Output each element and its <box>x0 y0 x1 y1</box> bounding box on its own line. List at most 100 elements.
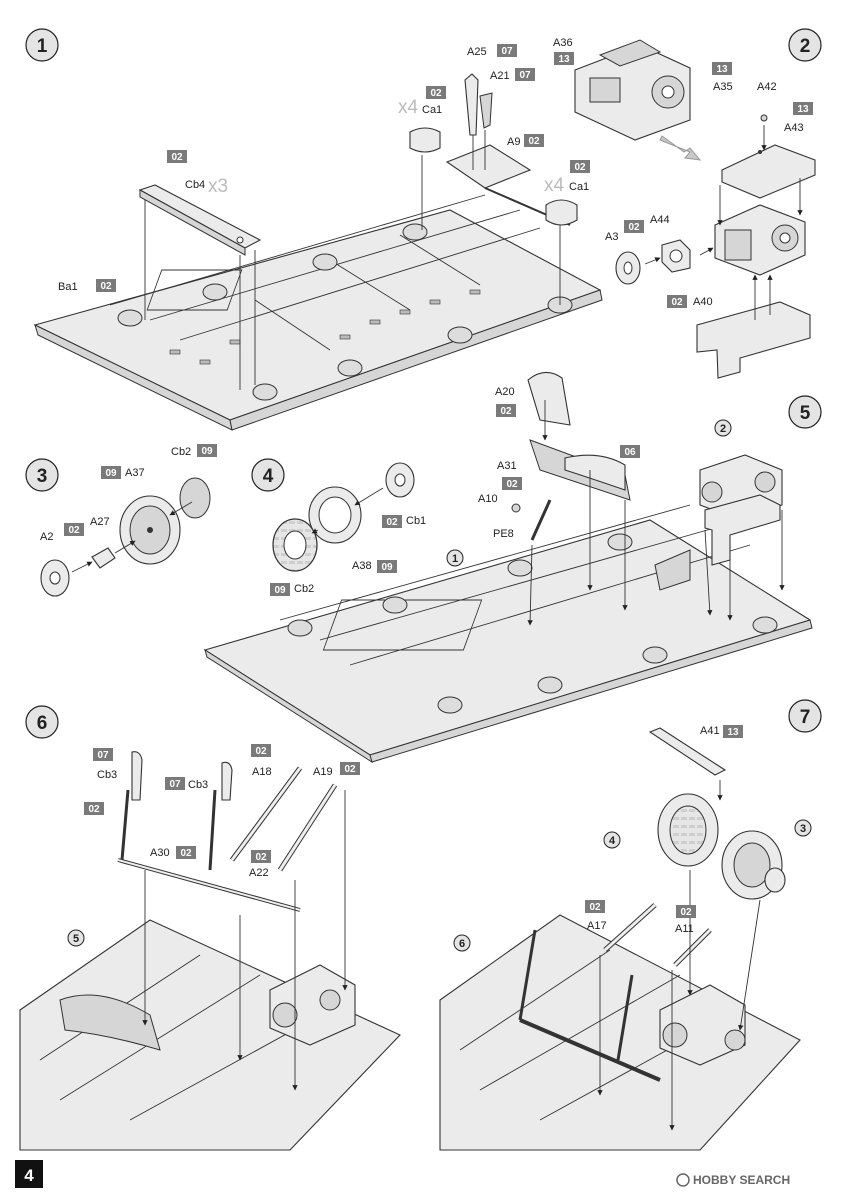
tag-ba1: 02 <box>96 279 116 292</box>
svg-text:02: 02 <box>386 517 398 528</box>
svg-text:07: 07 <box>97 750 109 761</box>
tag-cb1: 02 <box>382 515 402 528</box>
svg-text:6: 6 <box>459 938 465 950</box>
sub-ref-3: 3 <box>794 819 812 837</box>
step-number-1: 1 <box>25 28 59 62</box>
svg-text:06: 06 <box>624 447 636 458</box>
label-a11: A11 <box>675 923 694 935</box>
svg-text:07: 07 <box>501 46 513 57</box>
label-a19: A19 <box>313 766 333 778</box>
label-ca1-left: Ca1 <box>422 104 442 116</box>
sub-ref-1: 1 <box>446 549 464 567</box>
label-a17: A17 <box>587 920 607 932</box>
svg-text:09: 09 <box>201 446 213 457</box>
svg-text:13: 13 <box>797 104 809 115</box>
tag-cb2-s3: 09 <box>197 444 217 457</box>
step-1-drawing <box>33 73 603 431</box>
tag-a44: 02 <box>624 220 644 233</box>
label-a9: A9 <box>507 136 520 148</box>
tag-ca1-left: 02 <box>426 86 446 99</box>
svg-text:02: 02 <box>344 764 356 775</box>
label-a41: A41 <box>700 725 720 737</box>
svg-text:5: 5 <box>800 403 811 424</box>
svg-text:3: 3 <box>800 823 806 835</box>
label-a42: A42 <box>757 81 777 93</box>
tag-ca1-right: 02 <box>570 160 590 173</box>
svg-text:09: 09 <box>381 562 393 573</box>
svg-text:7: 7 <box>800 707 811 728</box>
svg-text:02: 02 <box>88 804 100 815</box>
tag-a36: 13 <box>554 52 574 65</box>
paint-tags: 02 02 02 07 07 02 02 13 13 13 02 02 09 0… <box>64 44 813 918</box>
svg-text:02: 02 <box>628 222 640 233</box>
tag-a21: 07 <box>515 68 535 81</box>
svg-text:02: 02 <box>68 525 80 536</box>
label-a27: A27 <box>90 516 110 528</box>
svg-text:02: 02 <box>255 852 267 863</box>
label-a35: A35 <box>713 81 733 93</box>
svg-text:02: 02 <box>574 162 586 173</box>
part-labels: Ba1 Cb4 x3 x4 Ca1 A25 A21 A9 x4 Ca1 A36 … <box>40 37 804 935</box>
svg-text:13: 13 <box>558 54 570 65</box>
step-7-drawing <box>439 727 801 1151</box>
tag-a10: 02 <box>502 477 522 490</box>
label-a30: A30 <box>150 847 170 859</box>
tag-a30: 02 <box>176 846 196 859</box>
tag-a41: 13 <box>723 725 743 738</box>
label-cb1: Cb1 <box>406 515 426 527</box>
label-cb2-s4: Cb2 <box>294 583 314 595</box>
step-6-drawing <box>19 751 401 1151</box>
step-number-4: 4 <box>251 458 285 492</box>
step-number-5: 5 <box>788 395 822 429</box>
step-number-7: 7 <box>788 699 822 733</box>
svg-text:02: 02 <box>680 907 692 918</box>
svg-text:1: 1 <box>452 553 458 565</box>
tag-cb4: 02 <box>167 150 187 163</box>
svg-text:13: 13 <box>716 64 728 75</box>
tag-a22: 02 <box>251 850 271 863</box>
step-5-drawing <box>203 371 813 764</box>
svg-text:2: 2 <box>800 36 811 57</box>
svg-text:4: 4 <box>609 835 616 847</box>
svg-text:3: 3 <box>37 466 48 487</box>
tag-a18: 02 <box>251 744 271 757</box>
sub-ref-4: 4 <box>603 831 621 849</box>
qty-cb4: x3 <box>208 176 228 197</box>
label-ca1-right: Ca1 <box>569 181 589 193</box>
label-a36: A36 <box>553 37 573 49</box>
svg-text:5: 5 <box>73 933 79 945</box>
watermark: HOBBY SEARCH <box>676 1173 790 1187</box>
step-4-drawing <box>272 462 415 572</box>
svg-text:02: 02 <box>589 902 601 913</box>
tag-cb3-right: 07 <box>165 777 185 790</box>
svg-text:02: 02 <box>255 746 267 757</box>
tag-a31-paint: 06 <box>620 445 640 458</box>
svg-text:02: 02 <box>506 479 518 490</box>
svg-text:02: 02 <box>100 281 112 292</box>
tag-cb2-s4: 09 <box>270 583 290 596</box>
svg-text:2: 2 <box>720 423 726 435</box>
step-3-drawing <box>40 477 211 597</box>
svg-text:09: 09 <box>105 468 117 479</box>
label-cb3-right: Cb3 <box>188 779 208 791</box>
sub-ref-2: 2 <box>714 419 732 437</box>
sub-ref-5: 5 <box>67 929 85 947</box>
label-ba1: Ba1 <box>58 281 78 293</box>
tag-a25: 07 <box>497 44 517 57</box>
label-a20: A20 <box>495 386 515 398</box>
svg-text:13: 13 <box>727 727 739 738</box>
step-number-6: 6 <box>25 705 59 739</box>
tag-a9: 02 <box>524 134 544 147</box>
tag-a35: 13 <box>712 62 732 75</box>
step-number-2: 2 <box>788 28 822 62</box>
svg-text:4: 4 <box>24 1166 34 1185</box>
svg-text:02: 02 <box>430 88 442 99</box>
label-a21: A21 <box>490 70 510 82</box>
tag-a11: 02 <box>676 905 696 918</box>
svg-text:02: 02 <box>500 406 512 417</box>
watermark-logo-icon <box>676 1173 690 1187</box>
step-number-3: 3 <box>25 458 59 492</box>
svg-text:02: 02 <box>528 136 540 147</box>
svg-text:09: 09 <box>274 585 286 596</box>
